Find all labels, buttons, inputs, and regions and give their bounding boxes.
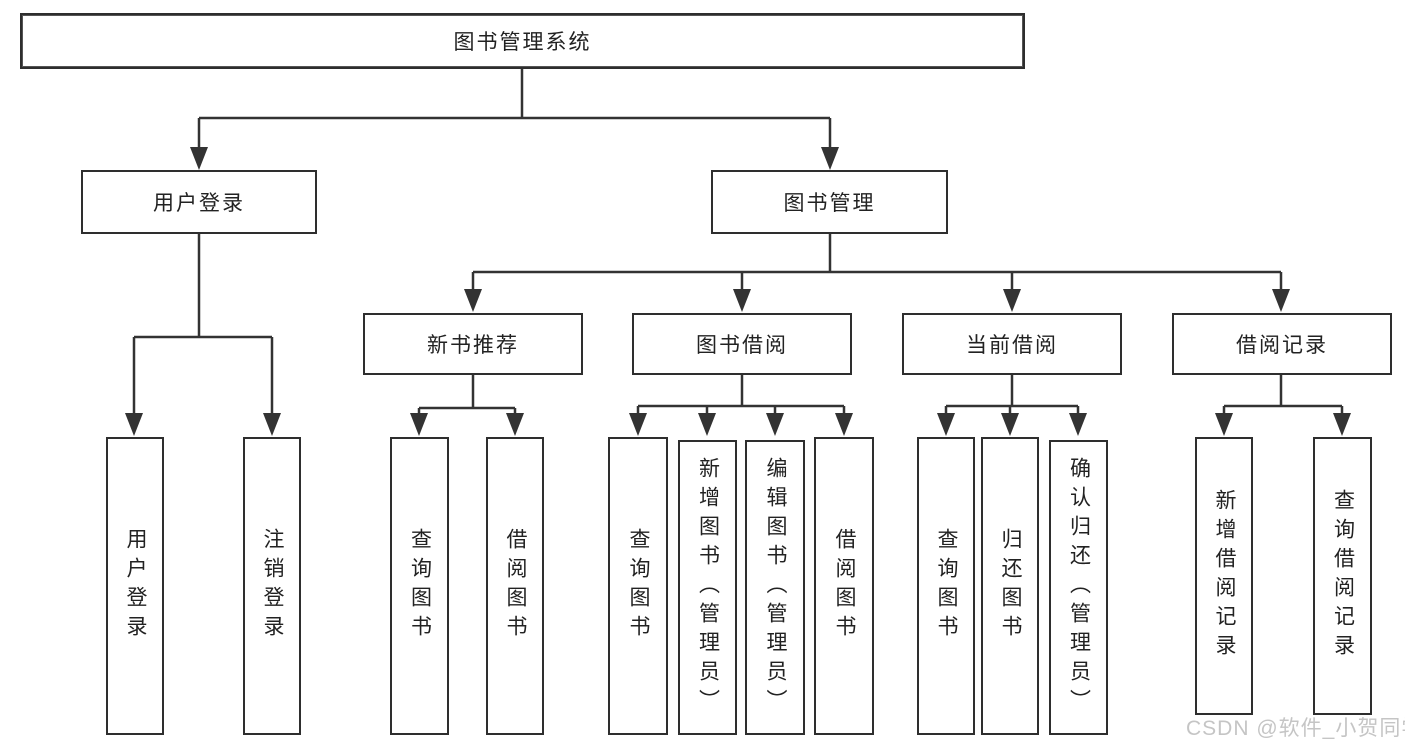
node-label: 查询借阅记录: [1331, 489, 1355, 663]
leaf-recommend-query-books: 查询图书: [390, 437, 449, 735]
node-label: 新增借阅记录: [1213, 489, 1236, 663]
arrowhead: [766, 413, 784, 436]
arrowhead: [464, 289, 482, 312]
node-label: 借阅图书: [833, 528, 856, 644]
connector-userlogin-to-leaves: [132, 234, 274, 416]
node-label: 新增图书（管理员）: [696, 457, 720, 718]
leaf-records-add-record: 新增借阅记录: [1195, 437, 1253, 715]
leaf-borrow-borrow-books: 借阅图书: [814, 437, 874, 735]
node-label: 查询图书: [627, 528, 650, 644]
node-label: 图书管理: [783, 192, 876, 215]
leaf-borrow-query-books: 查询图书: [608, 437, 668, 735]
arrowhead: [1003, 289, 1021, 312]
connector-records-to-leaves: [1222, 375, 1344, 416]
leaf-recommend-borrow-books: 借阅图书: [486, 437, 544, 735]
arrowhead: [835, 413, 853, 436]
connector-mgmt-to-level3: [471, 234, 1283, 292]
arrowhead: [410, 413, 428, 436]
leaf-borrow-edit-books-admin: 编辑图书（管理员）: [745, 440, 805, 735]
arrowhead: [263, 413, 281, 436]
arrowhead: [629, 413, 647, 436]
leaf-current-return-books: 归还图书: [981, 437, 1039, 735]
node-label: 借阅图书: [504, 528, 527, 644]
node-label: 图书借阅: [696, 334, 788, 357]
node-label: 新书推荐: [427, 334, 519, 357]
arrowhead: [1272, 289, 1290, 312]
connector-current-to-leaves: [944, 375, 1080, 416]
node-label: 当前借阅: [966, 334, 1058, 357]
node-new-book-recommend: 新书推荐: [363, 313, 583, 375]
node-label: 编辑图书（管理员）: [764, 457, 787, 718]
connector-recommend-to-leaves: [417, 375, 517, 416]
leaf-logout: 注销登录: [243, 437, 301, 735]
node-label: 确认归还（管理员）: [1067, 457, 1091, 718]
node-label: 图书管理系统: [453, 31, 592, 54]
leaf-current-query-books: 查询图书: [917, 437, 975, 735]
arrowhead: [506, 413, 524, 436]
node-label: 查询图书: [935, 528, 958, 644]
node-label: 用户登录: [153, 192, 245, 215]
arrowhead: [733, 289, 751, 312]
leaf-borrow-add-books-admin: 新增图书（管理员）: [678, 440, 737, 735]
arrowhead: [1069, 413, 1087, 436]
connector-borrow-to-leaves: [636, 375, 846, 416]
arrowhead: [125, 413, 143, 436]
node-borrow-records: 借阅记录: [1172, 313, 1392, 375]
node-current-borrow: 当前借阅: [902, 313, 1122, 375]
arrowhead: [1215, 413, 1233, 436]
arrowhead: [1001, 413, 1019, 436]
node-book-management: 图书管理: [711, 170, 948, 234]
leaf-records-query-record: 查询借阅记录: [1313, 437, 1372, 715]
connector-root-to-level2: [197, 69, 832, 150]
node-root: 图书管理系统: [20, 13, 1025, 69]
csdn-watermark: CSDN @软件_小贺同学: [1186, 717, 1405, 740]
node-label: 用户登录: [124, 528, 147, 644]
node-user-login: 用户登录: [81, 170, 317, 234]
arrowhead: [937, 413, 955, 436]
node-label: 归还图书: [999, 528, 1022, 644]
arrowhead: [698, 413, 716, 436]
node-label: 查询图书: [408, 528, 432, 644]
node-label: 借阅记录: [1236, 334, 1328, 357]
node-label: 注销登录: [261, 528, 284, 644]
arrowhead: [821, 147, 839, 170]
arrowhead: [190, 147, 208, 170]
leaf-user-login: 用户登录: [106, 437, 164, 735]
arrowhead: [1333, 413, 1351, 436]
node-book-borrow: 图书借阅: [632, 313, 852, 375]
leaf-current-confirm-return-admin: 确认归还（管理员）: [1049, 440, 1108, 735]
